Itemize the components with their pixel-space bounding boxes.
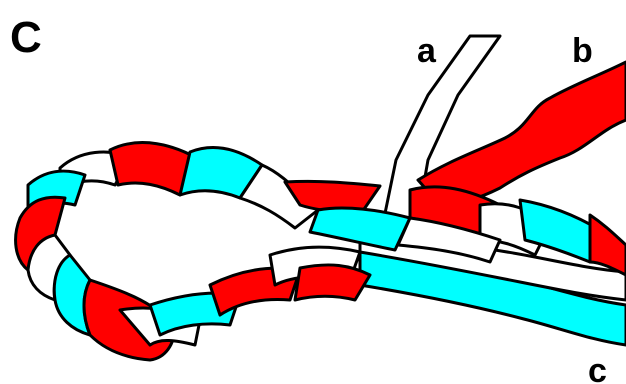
loop-red-right [295,265,370,300]
panel-label: C [10,13,42,62]
twist-red-4 [590,215,626,275]
strand-label-c: c [588,352,607,384]
strand-label-a: a [417,32,437,70]
twist-cyan-3 [310,208,410,250]
strand-label-b: b [572,32,593,70]
